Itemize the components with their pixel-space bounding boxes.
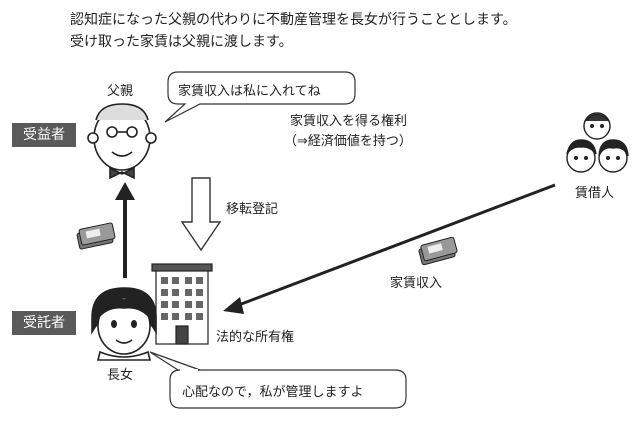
rent-arrow: [223, 183, 556, 314]
tenant-label: 賃借人: [575, 186, 615, 201]
money-icon-left: [76, 222, 116, 250]
father-label: 父親: [107, 84, 134, 99]
father-speech-bubble: [164, 71, 356, 123]
rent-right-label: 家賃収入を得る権利: [290, 114, 408, 129]
economic-value-label: （⇒経済価値を持つ）: [284, 134, 412, 149]
trustee-badge: 受託者: [12, 311, 76, 335]
tenant-family-icon: [566, 112, 629, 173]
legal-ownership-label: 法的な所有権: [216, 330, 295, 345]
daughter-face-icon: [91, 287, 157, 361]
father-face-icon: [87, 103, 157, 180]
daughter-label: 長女: [107, 368, 134, 383]
intro-line-1: 認知症になった父親の代わりに不動産管理を長女が行うこととします。: [70, 12, 517, 28]
father-bubble-text: 家賃収入は私に入れてね: [178, 84, 321, 99]
intro-line-2: 受け取った家賃は父親に渡します。: [70, 34, 293, 50]
money-icon-right: [418, 236, 458, 266]
beneficiary-badge: 受益者: [12, 123, 76, 147]
transfer-label: 移転登記: [226, 202, 279, 217]
building-icon: [151, 263, 213, 345]
daughter-to-father-arrow: [115, 182, 135, 278]
transfer-arrow: [180, 177, 222, 252]
daughter-bubble-text: 心配なので，私が管理しますよ: [182, 385, 364, 400]
daughter-speech-bubble: [149, 351, 407, 409]
rent-income-label: 家賃収入: [390, 276, 443, 291]
